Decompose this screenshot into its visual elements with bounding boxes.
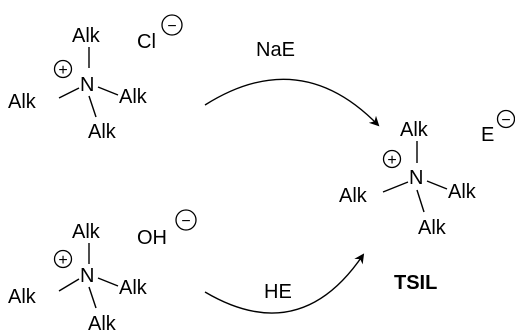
product-alkyl-right: Alk	[448, 181, 477, 203]
bottom-left-bond-bottom	[88, 286, 97, 309]
bottom-left-anion-charge-circle	[175, 209, 197, 231]
product-alkyl-left: Alk	[339, 185, 368, 207]
bottom-reaction-arrow: HE	[204, 253, 365, 314]
top-left-salt: Alk + N Alk Alk Alk Cl −	[8, 14, 183, 143]
bottom-left-bond-right	[97, 277, 119, 287]
top-left-anion-charge-circle	[161, 14, 183, 36]
bottom-arrow-curve	[204, 253, 365, 314]
product-alkyl-bottom: Alk	[418, 217, 447, 239]
product-nitrogen: N	[409, 167, 423, 189]
bottom-left-alkyl-top: Alk	[72, 221, 101, 243]
top-left-alkyl-left: Alk	[8, 91, 37, 113]
product-bond-left	[382, 181, 409, 193]
top-left-bond-bottom	[88, 95, 97, 118]
top-left-alkyl-right: Alk	[119, 86, 148, 108]
product-anion: E	[481, 124, 494, 146]
product-label: TSIL	[394, 272, 437, 294]
top-left-alkyl-top: Alk	[72, 25, 101, 47]
bottom-left-cation-charge-circle	[53, 249, 73, 269]
bottom-left-bond-left	[58, 278, 80, 292]
bottom-left-nitrogen: N	[80, 265, 94, 287]
top-arrow-curve	[204, 78, 380, 127]
bottom-left-alkyl-bottom: Alk	[88, 313, 117, 334]
top-left-nitrogen: N	[80, 74, 94, 96]
top-left-bond-right	[97, 86, 119, 96]
product-cation-charge-circle	[382, 149, 402, 169]
product-alkyl-top: Alk	[400, 119, 429, 141]
top-left-alkyl-bottom: Alk	[88, 121, 117, 143]
product-cation-charge: +	[387, 152, 396, 169]
top-left-cation-charge: +	[58, 62, 67, 79]
top-left-anion: Cl	[137, 31, 156, 53]
top-left-bond-left	[58, 87, 80, 99]
product-anion-charge: −	[501, 112, 510, 129]
bottom-left-salt: Alk + N Alk Alk Alk OH −	[8, 209, 197, 334]
top-arrow-reagent: NaE	[256, 39, 295, 61]
bottom-left-anion: OH	[137, 227, 167, 249]
product-bond-bottom	[416, 189, 425, 213]
bottom-left-anion-charge: −	[181, 213, 190, 230]
bottom-left-alkyl-right: Alk	[119, 277, 148, 299]
product-salt: Alk + N Alk Alk Alk E − TSIL	[339, 109, 515, 294]
bottom-left-cation-charge: +	[58, 252, 67, 269]
product-bond-right	[426, 180, 448, 190]
top-left-anion-charge: −	[167, 18, 176, 35]
bottom-arrow-reagent: HE	[264, 281, 292, 303]
top-reaction-arrow: NaE	[204, 39, 380, 127]
bottom-left-alkyl-left: Alk	[8, 286, 37, 308]
top-left-cation-charge-circle	[53, 59, 73, 79]
